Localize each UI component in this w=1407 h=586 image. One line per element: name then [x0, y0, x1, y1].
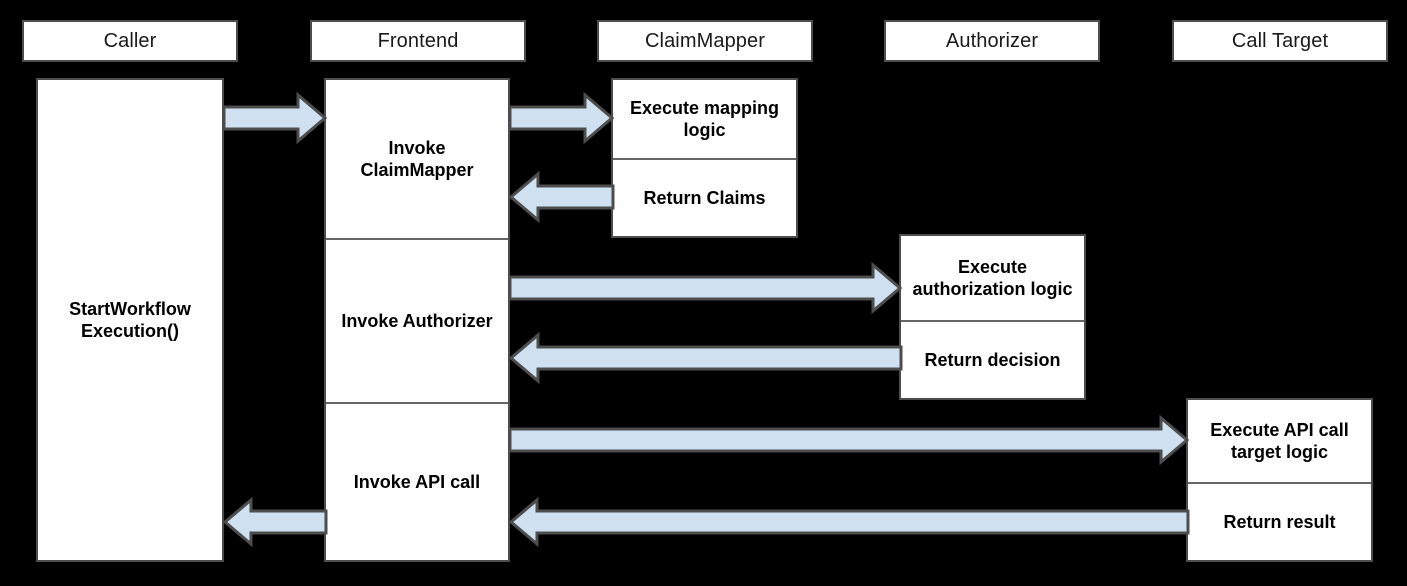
activation-bar-claimmapper: Execute mapping logic Return Claims [611, 78, 798, 238]
message-arrow-authorizer-to-frontend[interactable] [508, 331, 903, 385]
message-arrow-frontend-to-claimmapper[interactable] [508, 91, 615, 145]
activation-section-calltarget-return-result: Return result [1188, 482, 1371, 560]
lifeline-header-caller[interactable]: Caller [22, 20, 238, 62]
activation-bar-frontend: Invoke ClaimMapper Invoke Authorizer Inv… [324, 78, 510, 562]
message-arrow-claimmapper-to-frontend[interactable] [508, 170, 615, 224]
activation-section-frontend-invoke-api-call: Invoke API call [326, 402, 508, 560]
lifeline-label-claimmapper: ClaimMapper [644, 29, 766, 52]
message-arrow-calltarget-to-frontend[interactable] [508, 496, 1190, 548]
activation-section-claimmapper-execute-mapping: Execute mapping logic [629, 97, 780, 141]
activation-section-authorizer-return-decision: Return decision [901, 320, 1084, 398]
lifeline-label-authorizer: Authorizer [945, 29, 1039, 52]
activation-bar-authorizer: Execute authorization logic Return decis… [899, 234, 1086, 400]
message-arrow-frontend-to-authorizer[interactable] [508, 261, 903, 315]
lifeline-label-frontend: Frontend [377, 29, 459, 52]
activation-section-authorizer-execute-logic: Execute authorization logic [912, 256, 1073, 300]
activation-bar-calltarget: Execute API call target logic Return res… [1186, 398, 1373, 562]
activation-section-claimmapper-return-claims: Return Claims [613, 158, 796, 236]
lifeline-header-calltarget[interactable]: Call Target [1172, 20, 1388, 62]
activation-section-caller-start-workflow: StartWorkflow Execution() [69, 298, 191, 342]
lifeline-header-claimmapper[interactable]: ClaimMapper [597, 20, 813, 62]
activation-bar-caller: StartWorkflow Execution() [36, 78, 224, 562]
message-arrow-frontend-to-calltarget[interactable] [508, 414, 1190, 466]
activation-section-frontend-invoke-claimmapper: Invoke ClaimMapper [360, 137, 474, 181]
activation-section-calltarget-execute-logic: Execute API call target logic [1210, 419, 1349, 463]
lifeline-header-frontend[interactable]: Frontend [310, 20, 526, 62]
lifeline-header-authorizer[interactable]: Authorizer [884, 20, 1100, 62]
lifeline-label-caller: Caller [103, 29, 157, 52]
message-arrow-caller-to-frontend[interactable] [222, 91, 328, 145]
activation-section-frontend-invoke-authorizer: Invoke Authorizer [326, 238, 508, 402]
message-arrow-frontend-to-caller[interactable] [222, 496, 328, 548]
lifeline-label-calltarget: Call Target [1231, 29, 1329, 52]
